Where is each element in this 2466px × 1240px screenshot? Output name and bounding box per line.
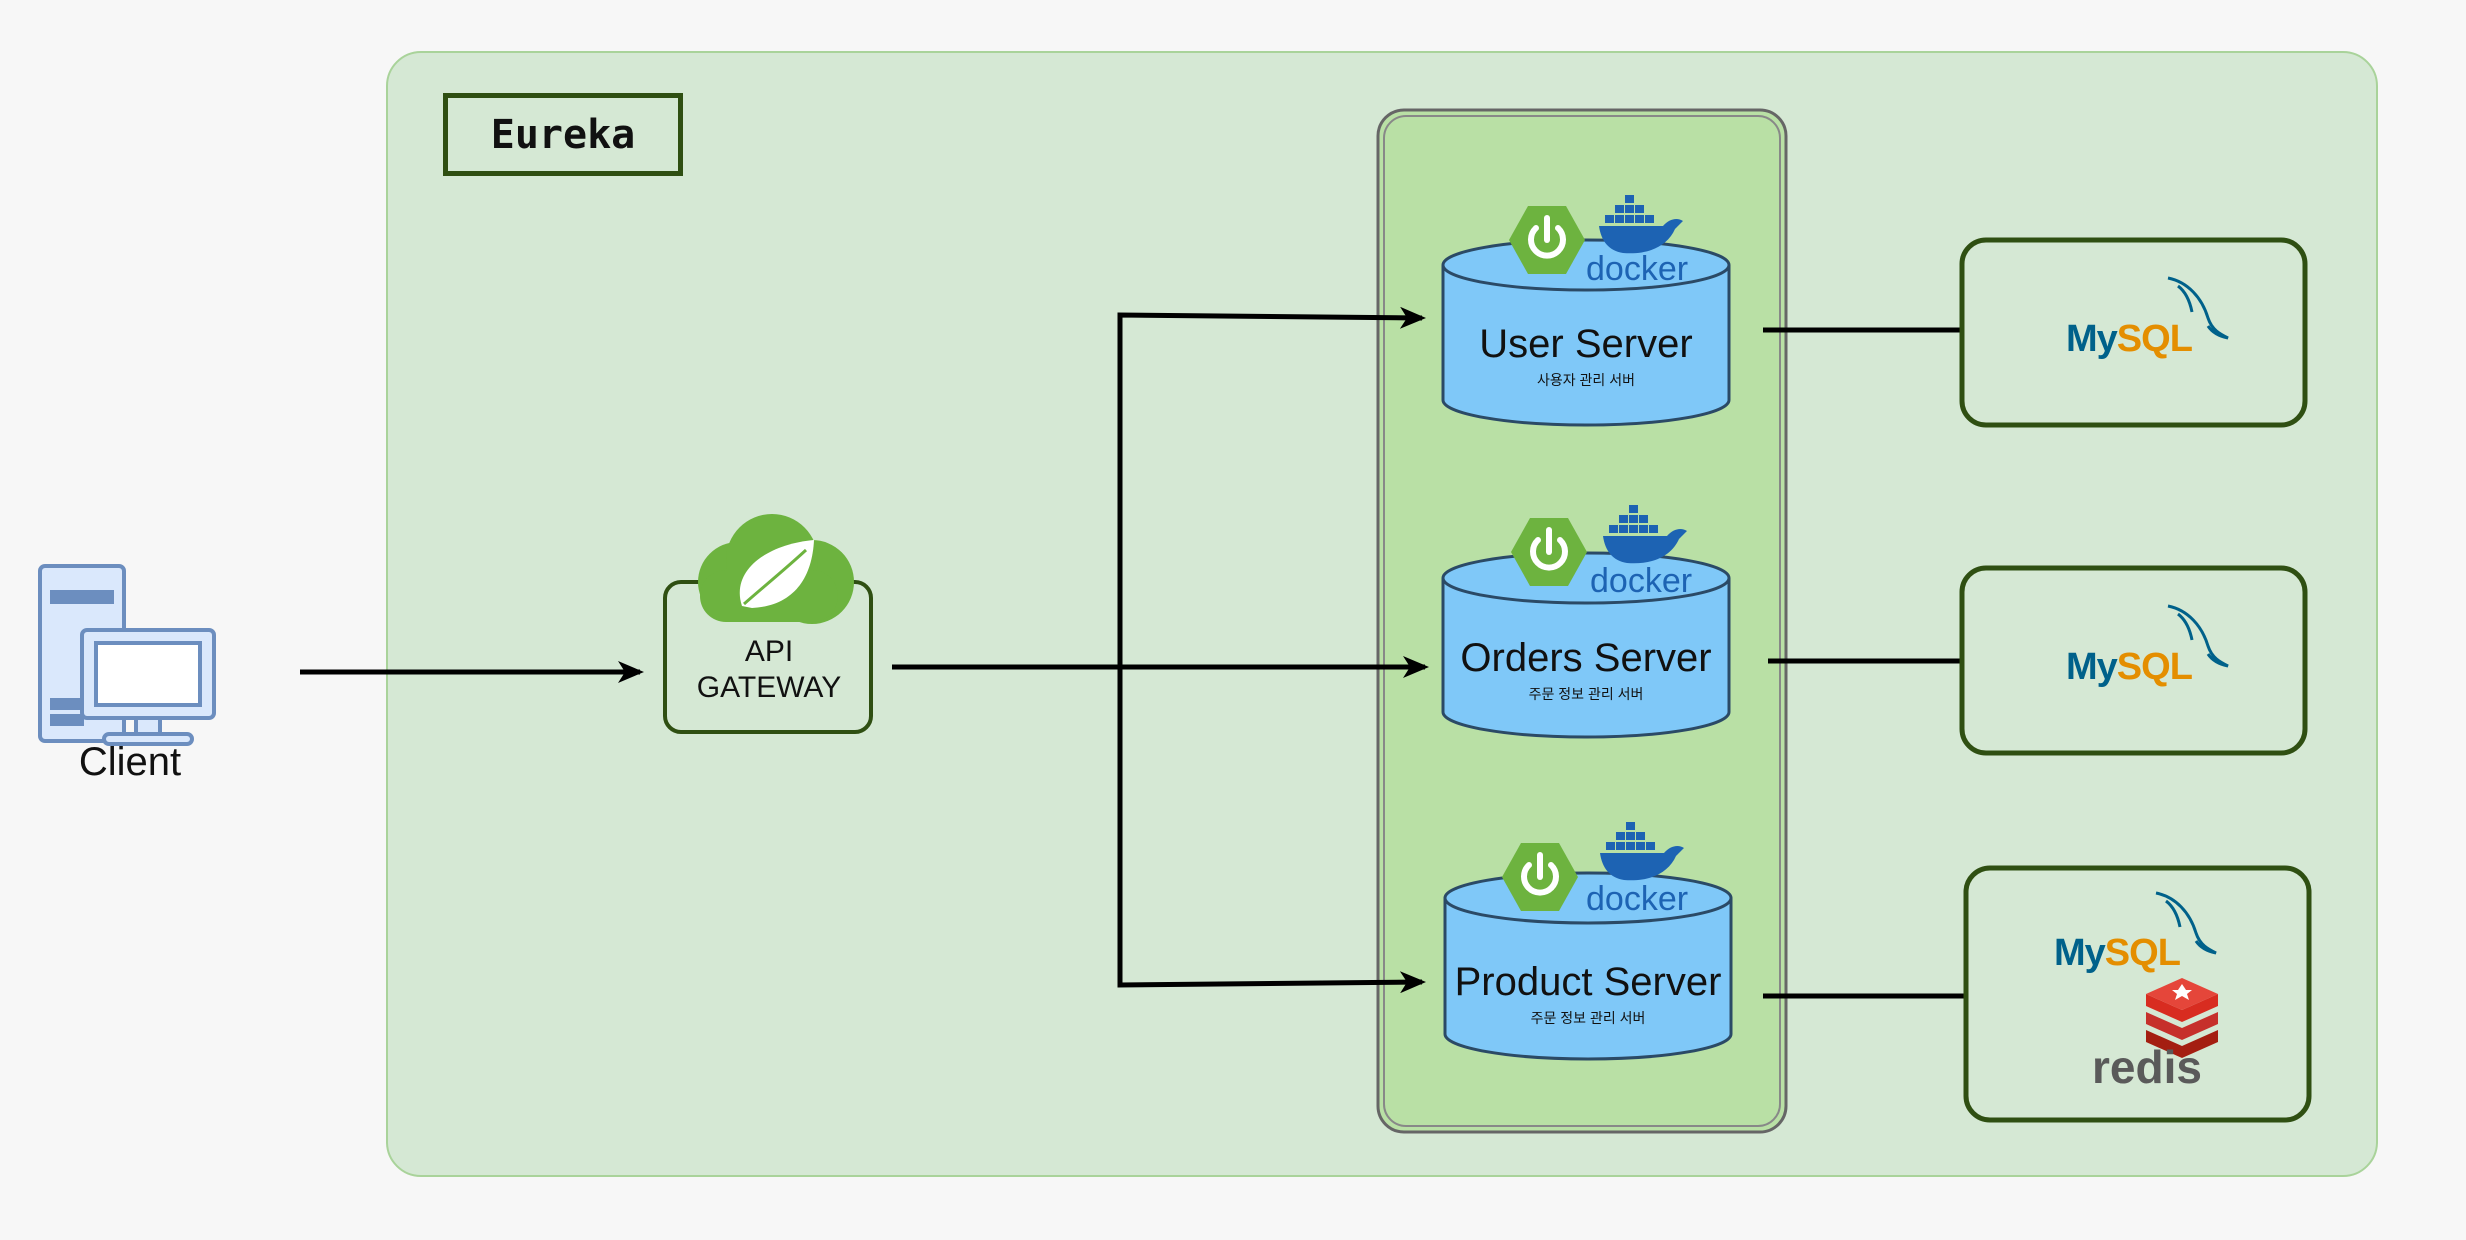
db-box-user (1959, 237, 2308, 428)
spring-cloud-icon (698, 514, 854, 624)
docker-label: docker (1586, 880, 1689, 918)
gateway-label-line1: API (744, 635, 794, 668)
redis-cube-icon (2146, 978, 2218, 1058)
spring-boot-icon (1502, 843, 1578, 911)
spring-boot-icon (1509, 206, 1585, 274)
docker-whale-icon (1599, 195, 1683, 254)
client-label: Client (78, 740, 182, 784)
mysql-dolphin-icon (2155, 891, 2217, 955)
db-box-orders (1959, 565, 2308, 756)
docker-whale-icon (1603, 505, 1687, 564)
eureka-label-box: Eureka (443, 93, 683, 176)
user-server-title: User Server (1479, 322, 1693, 366)
desktop-computer-icon (38, 564, 216, 746)
mysql-logo-text: MySQL (2054, 932, 2181, 974)
mysql-dolphin-icon (2167, 276, 2229, 340)
db-box-product (1963, 865, 2312, 1123)
docker-label: docker (1586, 250, 1689, 288)
redis-logo-text: redis (2092, 1041, 2202, 1093)
mysql-logo-text: MySQL (2066, 646, 2193, 688)
mysql-logo-text: MySQL (2066, 318, 2193, 360)
user-server-subtitle: 사용자 관리 서버 (1537, 372, 1635, 388)
gateway-label: API GATEWAY (664, 634, 874, 706)
docker-label: docker (1590, 562, 1693, 600)
orders-server-cylinder (1441, 551, 1731, 739)
product-server-subtitle: 주문 정보 관리 서버 (1530, 1010, 1646, 1026)
user-server-cylinder (1441, 238, 1731, 427)
eureka-label: Eureka (490, 111, 636, 158)
gateway-label-line2: GATEWAY (696, 671, 842, 704)
arrow-gateway-to-product (1117, 667, 1426, 994)
orders-server-title: Orders Server (1460, 636, 1712, 680)
arrow-gateway-to-user (1117, 306, 1426, 667)
spring-boot-icon (1511, 518, 1587, 586)
orders-server-subtitle: 주문 정보 관리 서버 (1528, 686, 1644, 702)
docker-whale-icon (1600, 822, 1684, 881)
mysql-dolphin-icon (2167, 604, 2229, 668)
product-server-title: Product Server (1454, 960, 1722, 1004)
